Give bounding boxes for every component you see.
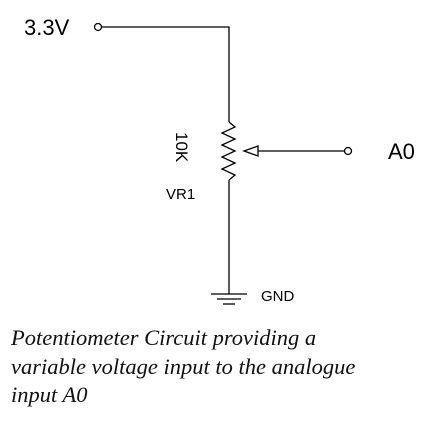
output-terminal xyxy=(343,146,353,156)
caption-line: variable voltage input to the analogue xyxy=(11,353,356,379)
reference-label: VR1 xyxy=(166,186,195,203)
potentiometer-resistor xyxy=(220,121,237,181)
output-label: A0 xyxy=(388,139,415,164)
figure-caption: Potentiometer Circuit providing a variab… xyxy=(11,324,436,410)
supply-label: 3.3V xyxy=(24,15,70,40)
supply-terminal xyxy=(93,22,103,32)
supply-wire xyxy=(101,26,230,122)
caption-line: Potentiometer Circuit providing a xyxy=(11,325,317,350)
ground-symbol xyxy=(211,293,247,305)
wiper-arrowhead xyxy=(242,145,259,157)
caption-line: input A0 xyxy=(11,382,88,407)
ground-label: GND xyxy=(261,288,295,305)
resistance-label: 10K xyxy=(172,132,191,163)
